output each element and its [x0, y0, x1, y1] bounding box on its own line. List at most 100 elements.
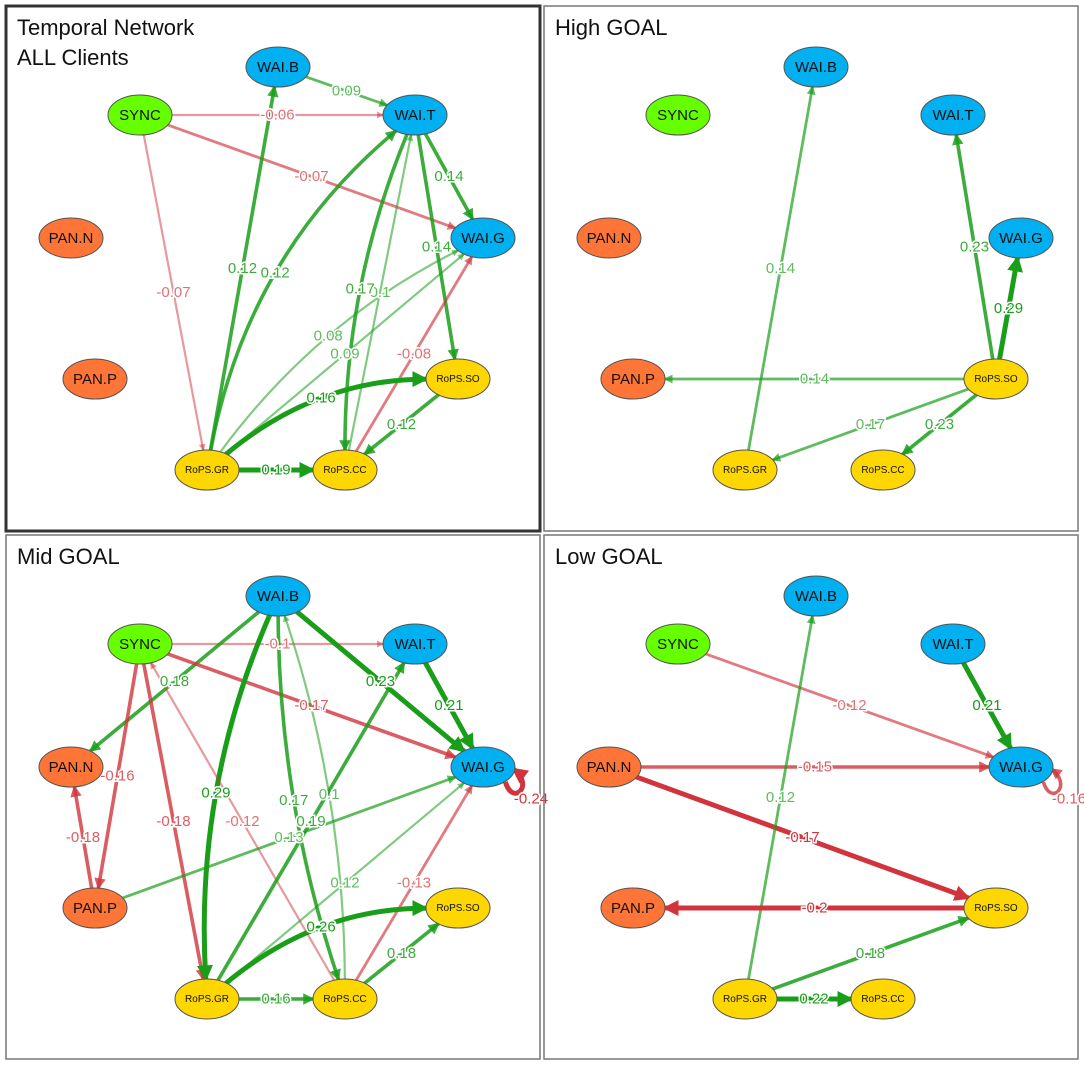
- edge-wai-t-to-rops-so: [416, 133, 459, 361]
- node-shape: [920, 94, 986, 136]
- edge-weight-label: 0.16: [307, 389, 336, 406]
- node-label: RoPS.CC: [861, 465, 904, 476]
- edge-sync-to-wai-g: [166, 123, 457, 230]
- edge-weight-label: 0.18: [160, 673, 189, 690]
- node-label: PAN.N: [587, 759, 632, 776]
- edge-pan-p-to-wai-g: [121, 775, 457, 900]
- node-shape: [450, 217, 516, 259]
- node-shape: [850, 978, 916, 1020]
- node-wai-b: WAI.B: [245, 46, 311, 88]
- node-rops-cc: RoPS.CC: [312, 449, 378, 491]
- panel-title: Low GOAL: [555, 544, 663, 569]
- edge-pan-n-to-rops-so: [634, 774, 971, 901]
- node-sync: SYNC: [107, 623, 173, 665]
- edge-weight-label: 0.14: [434, 168, 463, 185]
- edge-sync-to-rops-gr: [142, 133, 206, 452]
- node-label: SYNC: [119, 636, 161, 653]
- edge-weight-label: 0.19: [261, 462, 290, 479]
- edge-rops-gr-to-wai-b: [747, 85, 816, 452]
- node-shape: [38, 217, 104, 259]
- node-pan-p: PAN.P: [600, 358, 666, 400]
- edge-weight-label: 0.09: [332, 83, 361, 100]
- edge-weight-label: 0.22: [799, 991, 828, 1008]
- node-rops-gr: RoPS.GR: [712, 978, 778, 1020]
- node-label: WAI.T: [932, 636, 973, 653]
- node-shape: [576, 746, 642, 788]
- edge-rops-cc-to-wai-t: [347, 133, 414, 452]
- edge-weight-label: 0.23: [960, 239, 989, 256]
- edge-wai-b-to-rops-gr: [196, 612, 273, 982]
- node-shape: [576, 217, 642, 259]
- edge-weight-label: -0.18: [66, 829, 100, 846]
- node-wai-g: WAI.G: [988, 746, 1054, 788]
- edge-wai-b-to-rops-cc: [276, 614, 341, 982]
- node-rops-so: RoPS.SO: [963, 887, 1029, 929]
- edge-weight-label: -0.1: [265, 636, 291, 653]
- node-label: RoPS.SO: [974, 374, 1018, 385]
- edge-pan-p-to-pan-n: [70, 785, 94, 890]
- edge-rops-cc-to-wai-g: [354, 255, 474, 453]
- edge-rops-so-to-rops-cc: [362, 393, 441, 456]
- edge-weight-label: 0.17: [346, 280, 375, 297]
- node-label: SYNC: [119, 107, 161, 124]
- node-layer: WAI.B SYNC WAI.T PAN.N WAI.G PAN.P RoPS.SO RoPS…: [576, 575, 1054, 1020]
- edge-weight-label: 0.29: [994, 300, 1023, 317]
- node-label: WAI.T: [394, 636, 435, 653]
- edge-rops-gr-to-wai-b: [747, 614, 816, 981]
- node-rops-so: RoPS.SO: [425, 358, 491, 400]
- node-shape: [107, 623, 173, 665]
- edge-rops-gr-to-wai-t: [208, 129, 398, 452]
- edge-weight-label: 0.14: [800, 371, 829, 388]
- edge-weight-label: 0.17: [279, 792, 308, 809]
- node-shape: [62, 358, 128, 400]
- node-label: RoPS.SO: [436, 903, 480, 914]
- node-shape: [382, 623, 448, 665]
- edge-weight-label: 0.1: [319, 786, 340, 803]
- node-wai-b: WAI.B: [245, 575, 311, 617]
- node-label: RoPS.GR: [723, 465, 767, 476]
- edge-weight-label: -0.16: [1052, 791, 1084, 808]
- node-shape: [312, 449, 378, 491]
- edge-layer: [142, 75, 475, 479]
- node-label: RoPS.SO: [436, 374, 480, 385]
- node-label: SYNC: [657, 636, 699, 653]
- node-label: WAI.G: [461, 759, 505, 776]
- edge-sync-to-pan-p: [94, 662, 139, 890]
- edge-weight-label: 0.18: [387, 945, 416, 962]
- node-shape: [963, 358, 1029, 400]
- panel-title: Mid GOAL: [17, 544, 120, 569]
- node-label: WAI.B: [795, 59, 837, 76]
- node-label: RoPS.CC: [323, 994, 366, 1005]
- edge-rops-gr-to-wai-t: [216, 660, 406, 983]
- panel-title: ALL Clients: [17, 45, 129, 70]
- node-pan-p: PAN.P: [600, 887, 666, 929]
- node-rops-gr: RoPS.GR: [712, 449, 778, 491]
- edge-rops-cc-to-sync: [149, 661, 336, 982]
- node-shape: [382, 94, 448, 136]
- node-pan-n: PAN.N: [576, 746, 642, 788]
- node-label: PAN.P: [73, 900, 117, 917]
- edge-weight-label: 0.16: [261, 991, 290, 1008]
- node-wai-t: WAI.T: [920, 94, 986, 136]
- node-pan-n: PAN.N: [576, 217, 642, 259]
- edge-sync-to-rops-gr: [141, 662, 208, 981]
- node-rops-gr: RoPS.GR: [174, 978, 240, 1020]
- node-label: WAI.G: [999, 230, 1043, 247]
- edge-layer: [70, 609, 530, 1005]
- edge-weight-label: -0.2: [802, 900, 828, 917]
- panel-title: Temporal Network: [17, 15, 195, 40]
- edge-weight-label: -0.06: [260, 107, 294, 124]
- node-wai-t: WAI.T: [920, 623, 986, 665]
- node-label: WAI.G: [999, 759, 1043, 776]
- node-label: WAI.B: [795, 588, 837, 605]
- edge-weight-label: -0.18: [156, 813, 190, 830]
- node-shape: [988, 217, 1054, 259]
- node-wai-g: WAI.G: [450, 746, 516, 788]
- node-shape: [174, 449, 240, 491]
- node-label: PAN.P: [73, 371, 117, 388]
